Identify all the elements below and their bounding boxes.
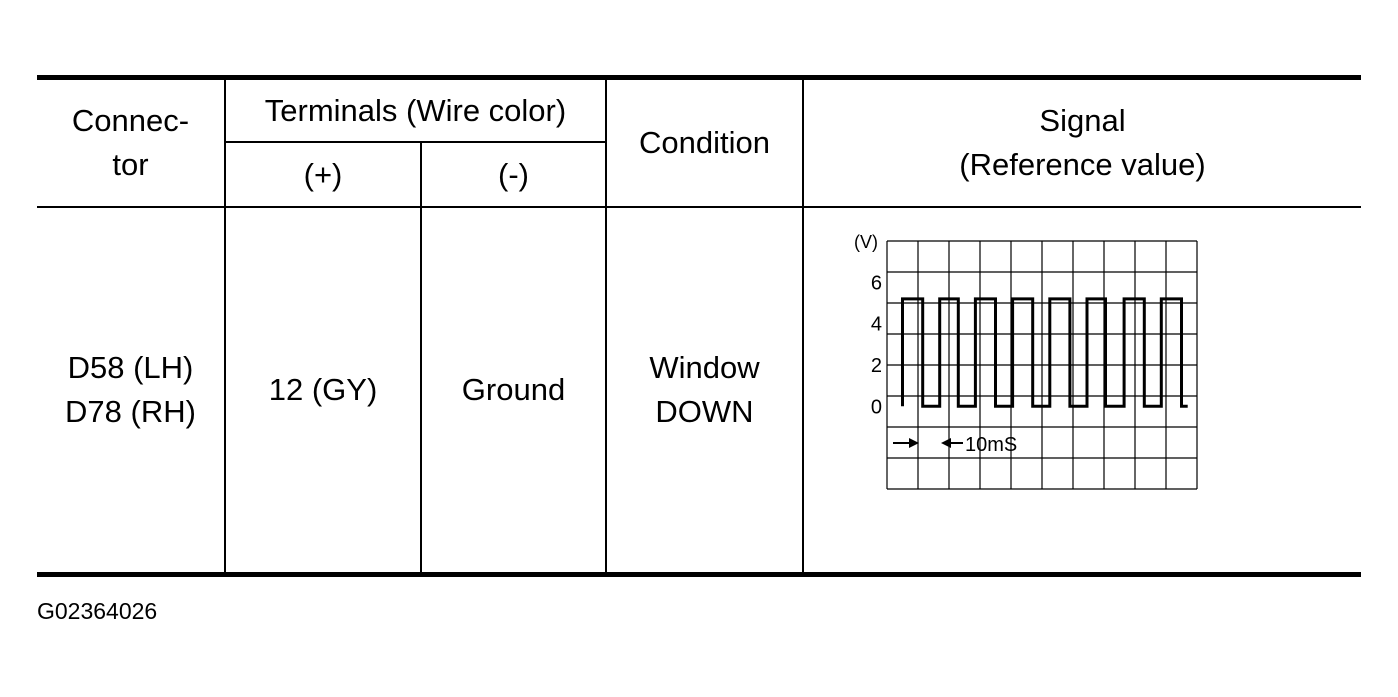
row-condition-line2: DOWN xyxy=(655,394,754,429)
row-condition: Window DOWN xyxy=(607,208,802,572)
column-divider-3 xyxy=(605,80,607,572)
time-division-marker: 10mS xyxy=(893,434,1017,456)
header-condition: Condition xyxy=(639,125,770,160)
table-top-rule xyxy=(37,75,1361,80)
time-division-label: 10mS xyxy=(965,434,1017,456)
time-arrow-right-head xyxy=(941,438,951,448)
time-arrow-left-head xyxy=(909,438,919,448)
y-axis-unit-label: (V) xyxy=(854,232,878,252)
scope-grid xyxy=(886,240,1198,490)
y-tick-label: 2 xyxy=(871,355,882,377)
column-divider-2 xyxy=(420,142,422,572)
row-plus-terminal: 12 (GY) xyxy=(268,372,378,407)
header-signal: Signal (Reference value) xyxy=(804,80,1361,206)
figure-id: G02364026 xyxy=(37,598,158,624)
row-connector-lh: D58 (LH) xyxy=(67,350,194,385)
row-condition-line1: Window xyxy=(649,350,760,385)
row-connector-rh: D78 (RH) xyxy=(65,394,196,429)
header-minus: (-) xyxy=(498,156,529,192)
header-separator xyxy=(37,206,1361,208)
row-minus-terminal: Ground xyxy=(461,372,566,407)
header-signal-line1: Signal xyxy=(1039,103,1126,138)
header-terminals: Terminals (Wire color) xyxy=(264,92,567,128)
header-connector-line1: Connec- xyxy=(71,103,190,138)
column-divider-1 xyxy=(224,80,226,572)
table-bottom-rule xyxy=(37,572,1361,577)
row-connector: D58 (LH) D78 (RH) xyxy=(37,208,224,572)
header-signal-line2: (Reference value) xyxy=(959,147,1206,182)
waveform-series xyxy=(901,297,1188,408)
signal-waveform-chart: 6 4 2 0 (V) 10mS xyxy=(854,232,1198,490)
y-tick-label: 0 xyxy=(871,396,882,418)
scope-y-ticks: 6 4 2 0 xyxy=(871,272,882,418)
header-connector-line2: tor xyxy=(112,147,149,182)
terminals-subheader-line xyxy=(225,141,606,143)
header-connector: Connec- tor xyxy=(37,80,224,206)
y-tick-label: 4 xyxy=(871,314,882,336)
y-tick-label: 6 xyxy=(871,272,882,294)
header-plus: (+) xyxy=(303,156,343,192)
column-divider-4 xyxy=(802,80,804,572)
